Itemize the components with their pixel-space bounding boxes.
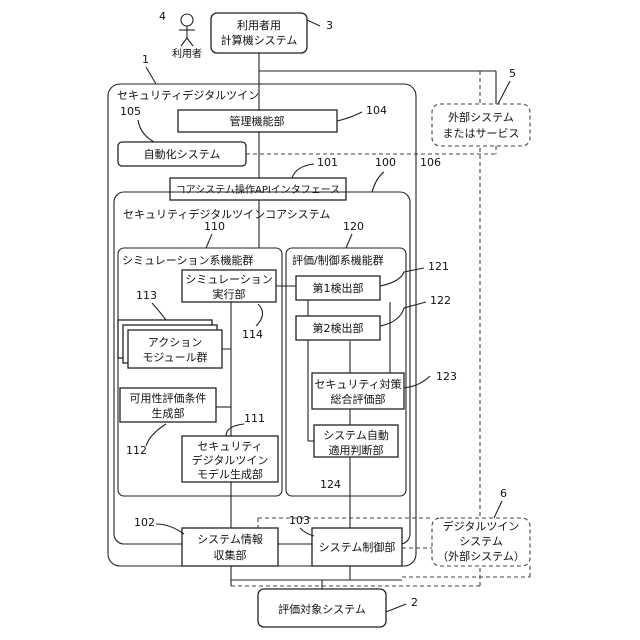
security-comprehensive-evaluation-unit: セキュリティ対策 総合評価部 123: [312, 370, 457, 409]
user-system-line1: 利用者用: [237, 19, 281, 32]
second-detection-unit: 第2検出部 122: [296, 294, 451, 340]
model-gen-line3: モデル生成部: [197, 467, 263, 481]
actor-label: 利用者: [172, 48, 202, 60]
target-label: 評価対象システム: [278, 602, 366, 616]
action-modules-line2: モジュール群: [142, 350, 207, 364]
external-digital-twin-system: デジタルツイン システム （外部システム） 6: [432, 487, 530, 566]
system-control-unit: システム制御部 103: [289, 514, 402, 566]
automatic-application-judgment-unit: システム自動 適用判断部 124: [314, 425, 398, 491]
availability-number: 112: [126, 444, 147, 457]
person-icon: [181, 14, 193, 26]
evaluation-target-system: 評価対象システム 2: [258, 589, 418, 627]
management-unit: 管理機能部 104: [178, 104, 387, 132]
sim-group-number: 110: [204, 220, 225, 233]
total-eval-line2: 総合評価部: [331, 392, 386, 406]
sim-exec-number: 114: [242, 328, 263, 341]
target-number: 2: [411, 596, 418, 609]
api-label: コアシステム操作APIインタフェース: [176, 183, 341, 196]
dt-ext-line1: デジタルツイン: [443, 519, 520, 533]
availability-line1: 可用性評価条件: [130, 391, 207, 405]
external-service-line1: 外部システム: [448, 110, 514, 124]
sys-control-label: システム制御部: [319, 540, 396, 554]
eval-group-number: 120: [343, 220, 364, 233]
model-gen-line2: デジタルツイン: [192, 453, 269, 467]
api-number: 101: [317, 156, 338, 169]
auto-judge-number: 124: [320, 478, 341, 491]
info-collect-line2: 収集部: [214, 548, 247, 562]
sim-exec-line2: 実行部: [213, 287, 246, 301]
actor-number: 4: [159, 10, 166, 23]
model-gen-number: 111: [244, 412, 265, 425]
detector1-label: 第1検出部: [313, 281, 364, 295]
model-gen-line1: セキュリティ: [197, 440, 262, 453]
user-system-line2: 計算機システム: [221, 33, 298, 47]
core-dashed-number: 106: [420, 156, 441, 169]
total-eval-number: 123: [436, 370, 457, 383]
auto-judge-line2: 適用判断部: [329, 443, 384, 457]
action-modules-number: 113: [136, 289, 157, 302]
sys-control-number: 103: [289, 514, 310, 527]
sim-group-title: シミュレーション系機能群: [122, 253, 254, 267]
user-system-number: 3: [326, 19, 333, 32]
total-eval-line1: セキュリティ対策: [314, 377, 401, 391]
detector2-label: 第2検出部: [313, 321, 364, 335]
user-computer-system: 利用者用 計算機システム 3: [211, 13, 333, 53]
dt-ext-line2: システム: [459, 535, 503, 548]
external-system-service: 外部システム またはサービス 5: [432, 67, 530, 146]
sdt-number: 1: [142, 53, 149, 66]
availability-line2: 生成部: [152, 406, 185, 420]
sdt-title: セキュリティデジタルツイン: [117, 88, 259, 102]
eval-group-title: 評価/制御系機能群: [292, 253, 384, 267]
detector1-number: 121: [428, 260, 449, 273]
info-collect-line1: システム情報: [197, 533, 263, 546]
external-service-line2: またはサービス: [443, 127, 520, 140]
automation-label: 自動化システム: [144, 147, 221, 161]
sim-exec-line1: シミュレーション: [185, 273, 273, 286]
automation-number: 105: [120, 105, 141, 118]
management-number: 104: [366, 104, 387, 117]
detector2-number: 122: [430, 294, 451, 307]
info-collect-number: 102: [134, 516, 155, 529]
system-info-collection-unit: システム情報 収集部 102: [134, 516, 278, 566]
dt-ext-line3: （外部システム）: [437, 549, 525, 563]
core-number: 100: [375, 156, 396, 169]
external-service-number: 5: [509, 67, 516, 80]
auto-judge-line1: システム自動: [323, 428, 389, 442]
action-modules-line1: アクション: [148, 336, 202, 349]
dt-ext-number: 6: [500, 487, 507, 500]
management-label: 管理機能部: [230, 114, 285, 128]
core-title: セキュリティデジタルツインコアシステム: [123, 207, 330, 221]
user-actor: 4 利用者: [159, 10, 202, 60]
